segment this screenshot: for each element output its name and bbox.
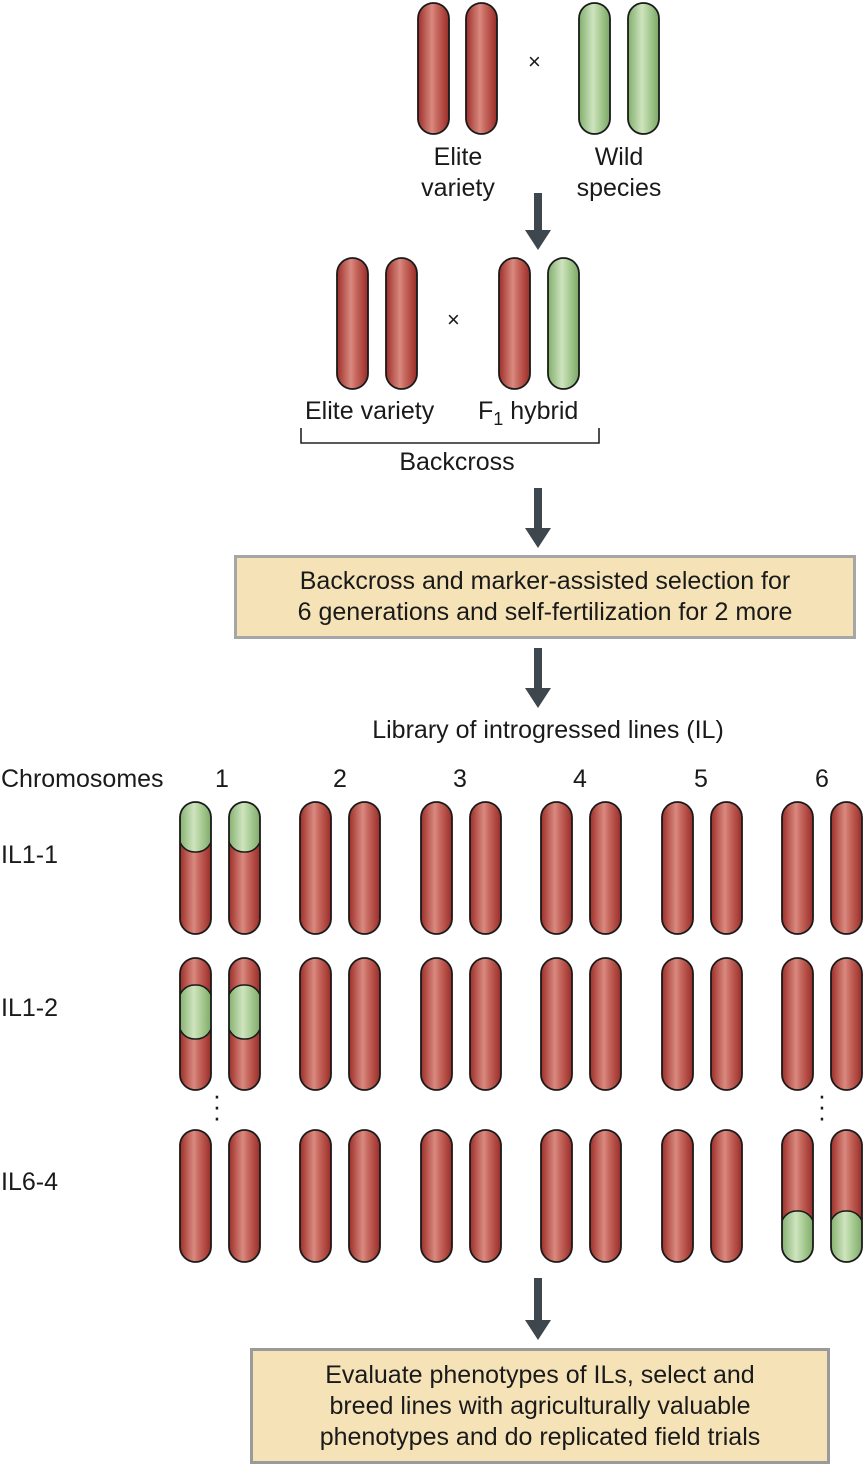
- il1-1-chr3-a: [420, 801, 453, 935]
- wild-species-label: Wild species: [577, 142, 662, 204]
- il1-1-chr2-a: [299, 801, 332, 935]
- elite-chromosome-b: [465, 2, 498, 135]
- il1-2-chr2-b: [348, 957, 381, 1091]
- elite-variety-label: Elite variety: [421, 142, 495, 204]
- cross-symbol-top: ×: [528, 49, 541, 74]
- introgressed-segment: [229, 984, 260, 1040]
- chromosomes-header-label: Chromosomes: [1, 765, 164, 793]
- arrow-3: [525, 648, 551, 708]
- process-box: Backcross and marker-assisted selection …: [234, 555, 856, 639]
- line-label-il1-2: IL1-2: [1, 994, 58, 1022]
- elite-chromosome-a: [417, 2, 450, 135]
- il1-1-chr5-b: [710, 801, 743, 935]
- introgressed-segment: [229, 802, 260, 853]
- il6-4-chr1-a: [179, 1129, 212, 1263]
- ellipsis-right: ···: [817, 1080, 827, 1132]
- il6-4-chr6-b: [830, 1129, 863, 1263]
- wild-chromosome-a: [578, 2, 611, 135]
- line-label-il6-4: IL6-4: [1, 1168, 58, 1196]
- f1-label-rest: hybrid: [503, 397, 579, 425]
- il1-2-chr4-a: [540, 957, 573, 1091]
- ellipsis-left: ···: [212, 1080, 222, 1132]
- il1-1-chr5-a: [661, 801, 694, 935]
- chromosome-number-4: 4: [573, 765, 587, 793]
- il1-1-chr4-a: [540, 801, 573, 935]
- final-evaluation-box: Evaluate phenotypes of ILs, select and b…: [250, 1348, 830, 1464]
- final-box-text: Evaluate phenotypes of ILs, select and b…: [319, 1360, 761, 1451]
- il6-4-chr5-a: [661, 1129, 694, 1263]
- il1-2-chr3-a: [420, 957, 453, 1091]
- introgressed-segment: [782, 1210, 813, 1262]
- chromosome-number-5: 5: [694, 765, 708, 793]
- chromosome-layer: [179, 2, 863, 1263]
- il6-4-chr2-b: [348, 1129, 381, 1263]
- arrow-layer: [525, 193, 551, 1340]
- wild-species-label-text: Wild species: [576, 143, 662, 202]
- introgressed-segment: [831, 1210, 862, 1262]
- chromosome-number-2: 2: [333, 765, 347, 793]
- arrow-4: [525, 1278, 551, 1340]
- il1-2-chr3-b: [469, 957, 502, 1091]
- il6-4-chr5-b: [710, 1129, 743, 1263]
- il1-2-chr6-a: [781, 957, 814, 1091]
- il1-2-chr6-b: [830, 957, 863, 1091]
- f1-label-main: F: [478, 397, 494, 425]
- f1-wild-chromosome: [547, 257, 580, 390]
- il1-2-chr5-a: [661, 957, 694, 1091]
- line-label-il1-1: IL1-1: [1, 841, 58, 869]
- il6-4-chr4-b: [589, 1129, 622, 1263]
- chromosome-number-3: 3: [453, 765, 467, 793]
- cross-symbol-backcross: ×: [447, 307, 460, 332]
- il1-1-chr6-b: [830, 801, 863, 935]
- backcross-elite-chromosome-a: [336, 257, 369, 390]
- introgressed-segment: [180, 802, 211, 853]
- il1-1-chr4-b: [589, 801, 622, 935]
- backcross-label: Backcross: [399, 448, 515, 476]
- il1-2-chr4-b: [589, 957, 622, 1091]
- il6-4-chr2-a: [299, 1129, 332, 1263]
- f1-hybrid-label: F1 hybrid: [478, 397, 579, 429]
- arrow-2: [525, 488, 551, 548]
- il1-2-chr2-a: [299, 957, 332, 1091]
- il1-1-chr2-b: [348, 801, 381, 935]
- il1-1-chr1-a: [179, 801, 212, 935]
- il1-2-chr1-a: [179, 957, 212, 1091]
- il1-1-chr6-a: [781, 801, 814, 935]
- arrow-1: [525, 193, 551, 250]
- backcross-elite-chromosome-b: [385, 257, 418, 390]
- il6-4-chr6-a: [781, 1129, 814, 1263]
- wild-chromosome-b: [627, 2, 660, 135]
- il6-4-chr3-a: [420, 1129, 453, 1263]
- f1-elite-chromosome: [498, 257, 531, 390]
- il6-4-chr3-b: [469, 1129, 502, 1263]
- chromosome-number-6: 6: [815, 765, 829, 793]
- il1-2-chr1-b: [228, 957, 261, 1091]
- il1-1-chr1-b: [228, 801, 261, 935]
- backcross-bracket: [300, 428, 600, 444]
- f1-label-subscript: 1: [493, 409, 504, 429]
- chromosome-number-1: 1: [215, 765, 229, 793]
- il6-4-chr1-b: [228, 1129, 261, 1263]
- process-box-text: Backcross and marker-assisted selection …: [297, 567, 793, 626]
- il1-2-chr5-b: [710, 957, 743, 1091]
- backcross-elite-label: Elite variety: [305, 397, 435, 425]
- elite-variety-label-text: Elite variety: [421, 143, 495, 202]
- il6-4-chr4-a: [540, 1129, 573, 1263]
- introgressed-segment: [180, 984, 211, 1040]
- il1-1-chr3-b: [469, 801, 502, 935]
- library-title: Library of introgressed lines (IL): [372, 716, 724, 744]
